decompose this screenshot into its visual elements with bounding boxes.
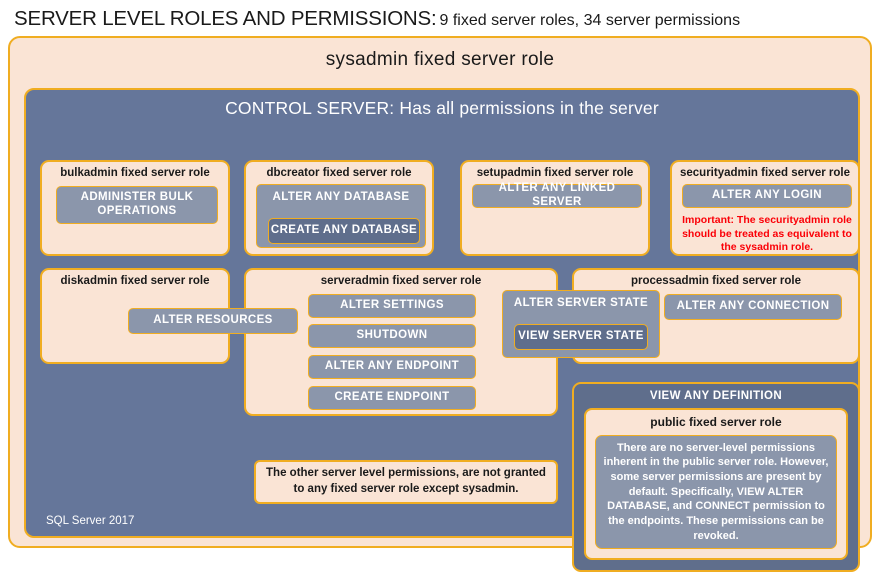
sql-server-version-label: SQL Server 2017 [46,515,135,527]
permission-alter-any-login: ALTER ANY LOGIN [682,184,852,208]
permission-alter-any-linked-server: ALTER ANY LINKED SERVER [472,182,642,208]
permission-alter-any-endpoint: ALTER ANY ENDPOINT [308,355,476,379]
role-box-setupadmin: setupadmin fixed server role ALTER ANY L… [460,160,650,256]
page-title: SERVER LEVEL ROLES AND PERMISSIONS:9 fix… [14,7,874,33]
role-box-public: public fixed server role There are no se… [584,408,848,560]
role-box-serveradmin: serveradmin fixed server role ALTER SETT… [244,268,558,416]
role-box-securityadmin: securityadmin fixed server role ALTER AN… [670,160,860,256]
sysadmin-role-panel: sysadmin fixed server role CONTROL SERVE… [8,36,872,572]
permission-alter-resources: ALTER RESOURCES [128,308,298,334]
role-label-serveradmin: serveradmin fixed server role [320,275,482,287]
permission-create-any-database: CREATE ANY DATABASE [268,218,420,244]
note-other-server-permissions: The other server level permissions, are … [254,460,558,504]
role-label-setupadmin: setupadmin fixed server role [476,167,634,179]
view-any-definition-group: VIEW ANY DEFINITION public fixed server … [572,382,860,572]
control-server-panel: CONTROL SERVER: Has all permissions in t… [24,88,860,572]
control-server-label: CONTROL SERVER: Has all permissions in t… [225,98,659,118]
permission-administer-bulk-operations: ADMINISTER BULK OPERATIONS [56,186,218,224]
role-label-bulkadmin: bulkadmin fixed server role [60,167,210,179]
page-title-subtitle: 9 fixed server roles, 34 server permissi… [439,12,741,29]
permission-view-server-state: VIEW SERVER STATE [514,324,648,350]
role-label-dbcreator: dbcreator fixed server role [266,167,412,179]
role-box-dbcreator: dbcreator fixed server role ALTER ANY DA… [244,160,434,256]
role-label-processadmin: processadmin fixed server role [630,275,802,287]
role-label-public: public fixed server role [650,415,782,429]
public-role-note-text: There are no server-level permissions in… [595,435,837,549]
permission-shutdown: SHUTDOWN [308,324,476,348]
permission-view-any-definition-label: VIEW ANY DEFINITION [649,390,783,402]
page-title-main: SERVER LEVEL ROLES AND PERMISSIONS: [14,7,437,30]
permission-alter-settings: ALTER SETTINGS [308,294,476,318]
role-label-diskadmin: diskadmin fixed server role [60,275,210,287]
sysadmin-role-label: sysadmin fixed server role [325,49,555,70]
permission-alter-any-database-label: ALTER ANY DATABASE [272,191,410,203]
role-box-bulkadmin: bulkadmin fixed server role ADMINISTER B… [40,160,230,256]
permission-create-endpoint: CREATE ENDPOINT [308,386,476,410]
role-label-securityadmin: securityadmin fixed server role [679,167,851,179]
permission-alter-server-state-label: ALTER SERVER STATE [513,297,649,309]
securityadmin-warning-text: Important: The securityadmin role should… [682,214,852,254]
permission-alter-any-connection: ALTER ANY CONNECTION [664,294,842,320]
